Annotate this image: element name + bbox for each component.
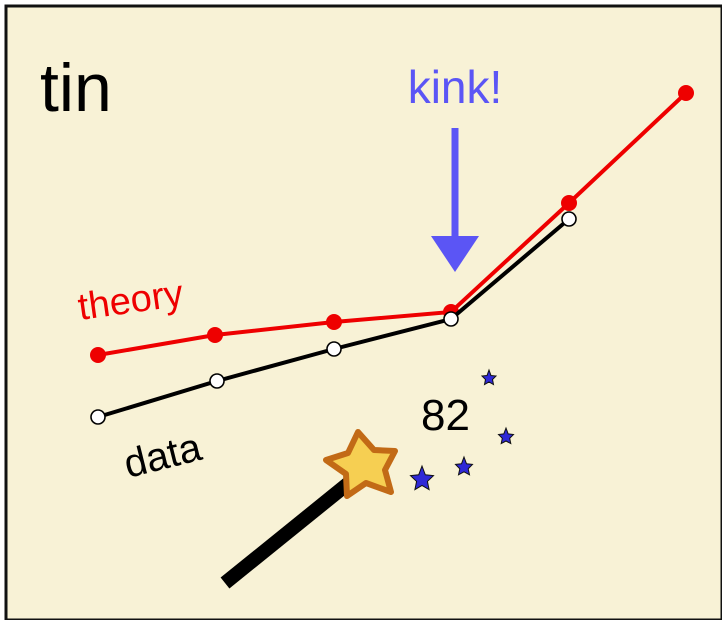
data-point [561,211,577,227]
kink-annotation: kink! [408,61,503,113]
sparkle-star-icon [497,426,515,445]
theory-point [326,314,342,330]
data-point [443,311,459,327]
down-arrow-icon [431,128,479,272]
theory-point [207,327,223,343]
sparkle-star-icon [454,455,474,476]
wand-star [323,429,398,499]
magic-wand-icon [220,429,398,589]
theory-point [561,195,577,211]
data-point [209,373,225,389]
theory-point [90,347,106,363]
number-label: 82 [421,391,470,440]
theory-line [97,91,688,357]
wand-stick [220,476,355,589]
panel-background [4,4,722,620]
panel-title: tin [40,50,112,126]
data-point [90,409,106,425]
data-point [326,341,342,357]
sparkle-star-icon [409,368,515,491]
data-points [90,211,577,425]
sparkle-star-icon [409,464,435,491]
theory-point [678,85,694,101]
sparkle-star-icon [480,368,498,386]
